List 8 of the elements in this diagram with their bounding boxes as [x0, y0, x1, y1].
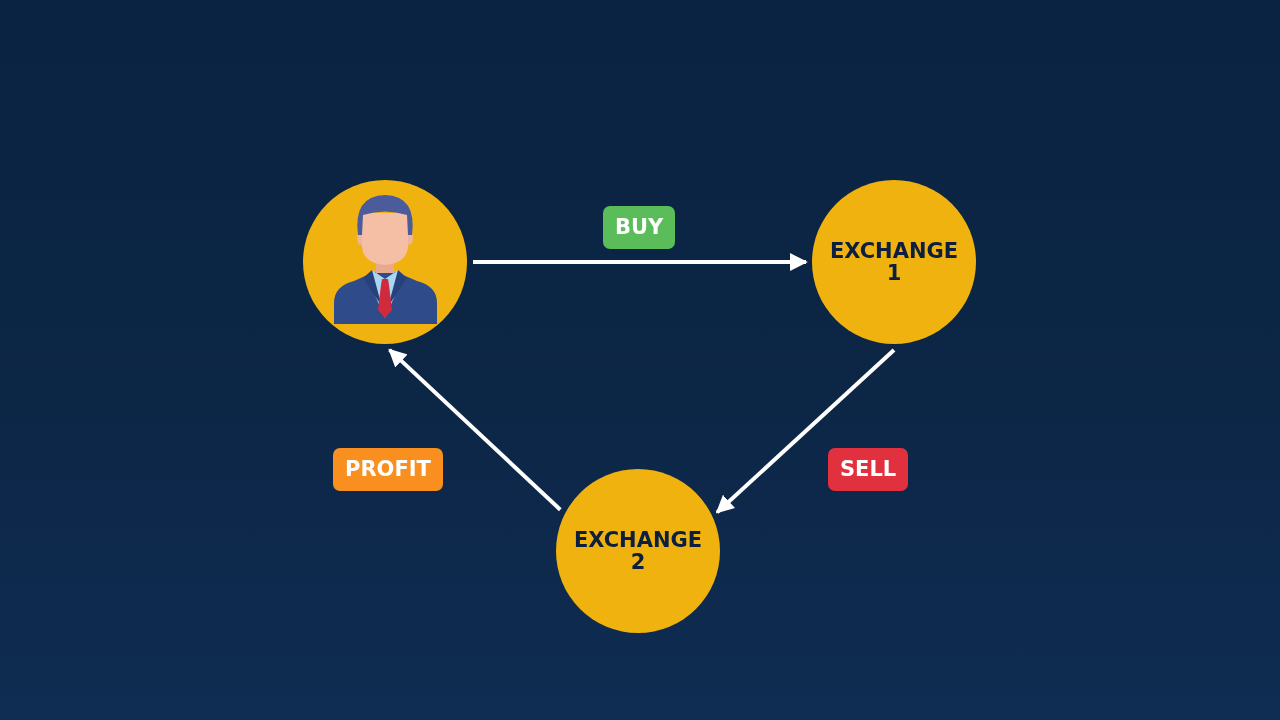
edge-label: BUY [603, 205, 676, 249]
node-label: EXCHANGE 1 [828, 240, 960, 284]
edge-label: PROFIT [333, 447, 443, 491]
arrow [388, 348, 562, 512]
edge-label: SELL [828, 447, 909, 491]
node-label: EXCHANGE 2 [572, 529, 704, 573]
arrow [473, 253, 808, 271]
arrow [715, 348, 896, 514]
